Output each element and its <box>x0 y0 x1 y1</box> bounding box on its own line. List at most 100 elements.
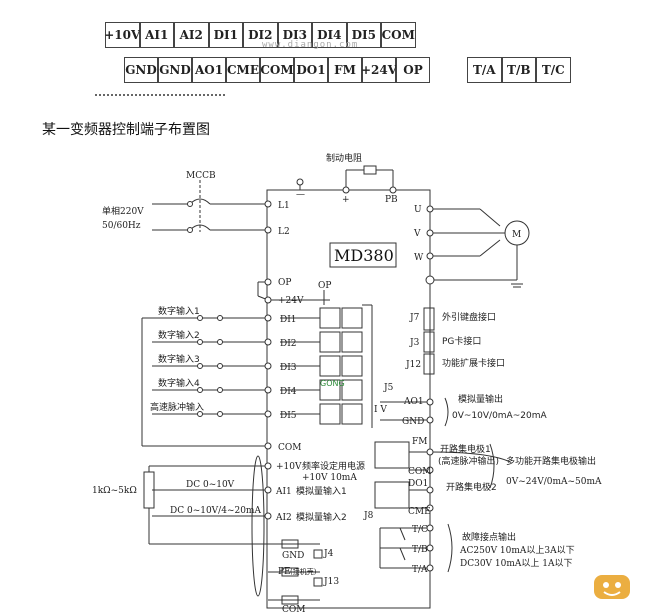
terminal-gnd: GND <box>124 57 158 83</box>
brake-resistor <box>363 165 377 175</box>
green-watermark: GONG <box>320 379 345 388</box>
label-10v: +10V <box>276 462 302 472</box>
di-inputs: 数字输入1 数字输入2 数字输入3 数字输入4 高速脉冲输入 <box>150 305 204 413</box>
logo-watermark <box>594 575 630 599</box>
label-ai1-desc: 模拟量输入1 <box>296 485 347 497</box>
label-j5: J5 <box>383 383 394 393</box>
label-brake-resistor: 制动电阻 <box>326 152 362 164</box>
label-j12: J12 <box>405 360 421 370</box>
terminal-di5: DI5 <box>346 22 381 48</box>
label-di-2: DI2 <box>280 339 297 349</box>
scribble-line <box>95 94 225 104</box>
terminal-do1: DO1 <box>294 57 328 83</box>
terminal-10v: +10V <box>104 22 140 48</box>
label-j3-desc: PG卡接口 <box>442 335 481 347</box>
label-dc010-420: DC 0~10V/4~20mA <box>170 506 261 516</box>
label-op: OP <box>278 278 291 288</box>
terminal-ao1: AO1 <box>192 57 226 83</box>
terminal-cme: CME <box>226 57 260 83</box>
terminal-op: OP <box>396 57 430 83</box>
label-ta: T/A <box>412 565 428 575</box>
label-do1: DO1 <box>408 479 428 489</box>
terminal-com: COM <box>381 22 416 48</box>
label-j4: J4 <box>323 549 334 559</box>
label-di-input-3: 数字输入3 <box>158 353 200 365</box>
label-com: COM <box>278 443 301 453</box>
label-multi-oc: 多功能开路集电极输出 <box>506 455 596 467</box>
label-j7: J7 <box>409 313 420 323</box>
label-ai2: AI2 <box>275 513 292 523</box>
label-oc1: 开路集电极1 <box>440 443 491 455</box>
label-com3: COM <box>408 467 431 477</box>
label-di-input-1: 数字输入1 <box>158 305 200 317</box>
label-com2: COM <box>282 605 305 615</box>
label-v: V <box>413 229 421 239</box>
label-24v: +24V <box>278 296 304 306</box>
label-ao1: AO1 <box>403 397 424 407</box>
label-pe: PE <box>278 567 291 577</box>
terminal-gnd: GND <box>158 57 192 83</box>
label-di-3: DI3 <box>280 363 297 373</box>
label-j12-desc: 功能扩展卡接口 <box>442 357 505 369</box>
label-w: W <box>414 253 424 263</box>
label-fault-ac: AC250V 10mA以上3A以下 <box>459 545 575 556</box>
label-gnd2: GND <box>282 551 304 561</box>
terminal-tc: T/C <box>536 57 571 83</box>
label-di-input-2: 数字输入2 <box>158 329 200 341</box>
terminal-ai1: AI1 <box>139 22 174 48</box>
label-j8: J8 <box>363 511 374 521</box>
label-supply2: 50/60Hz <box>102 221 141 231</box>
label-l1: L1 <box>278 201 290 211</box>
label-analog-out-range: 0V~10V/0mA~20mA <box>452 411 547 421</box>
diagram-caption: 某一变频器控制端子布置图 <box>42 122 210 138</box>
label-di-4: DI4 <box>280 387 297 397</box>
label-mccb: MCCB <box>186 171 216 181</box>
label-j3: J3 <box>409 338 420 348</box>
label-model: MD380 <box>334 246 394 265</box>
label-supply1: 单相220V <box>102 205 144 217</box>
label-pe-note: (接机壳) <box>290 567 317 576</box>
label-freq-supply2: +10V 10mA <box>302 473 357 483</box>
label-j13: J13 <box>323 577 339 587</box>
label-tb: T/B <box>412 545 428 555</box>
label-pb: PB <box>385 195 398 205</box>
label-freq-supply: 频率设定用电源 <box>302 460 365 472</box>
label-tc: T/C <box>412 525 428 535</box>
label-ai1: AI1 <box>275 487 292 497</box>
label-multi-oc-range: 0V~24V/0mA~50mA <box>506 477 602 487</box>
terminal-fm: FM <box>328 57 362 83</box>
terminal-24v: +24V <box>361 57 397 83</box>
label-analog-out: 模拟量输出 <box>458 393 503 405</box>
label-fault-dc: DC30V 10mA以上 1A以下 <box>460 558 573 569</box>
label-dc010: DC 0~10V <box>186 480 235 490</box>
label-j7-desc: 外引键盘接口 <box>442 311 496 323</box>
terminal-com: COM <box>260 57 294 83</box>
terminal-ai2: AI2 <box>174 22 209 48</box>
terminal-tb: T/B <box>501 57 536 83</box>
terminal-di4: DI4 <box>312 22 347 48</box>
label-dc-plus: + <box>342 195 350 205</box>
terminal-watermark: www.diangon.com <box>262 40 359 50</box>
label-l2: L2 <box>278 227 290 237</box>
label-gnd: GND <box>402 417 424 427</box>
label-op2: OP <box>318 281 331 291</box>
label-motor: M <box>512 230 521 240</box>
terminal-di1: DI1 <box>208 22 243 48</box>
label-di-input-4: 数字输入4 <box>158 377 200 389</box>
terminal-di3: DI3 <box>277 22 312 48</box>
label-fm: FM <box>412 437 427 447</box>
terminal-ta: T/A <box>467 57 502 83</box>
label-fault: 故障接点输出 <box>462 531 516 543</box>
label-iv: I V <box>374 405 387 415</box>
label-pot: 1kΩ~5kΩ <box>92 486 137 496</box>
label-u: U <box>414 205 422 215</box>
label-di-5: DI5 <box>280 411 297 421</box>
label-ai2-desc: 模拟量输入2 <box>296 511 347 523</box>
label-di-1: DI1 <box>280 315 297 325</box>
label-oc2: 开路集电极2 <box>446 481 497 493</box>
label-cme: CME <box>408 507 431 517</box>
label-di-input-5: 高速脉冲输入 <box>150 401 204 413</box>
